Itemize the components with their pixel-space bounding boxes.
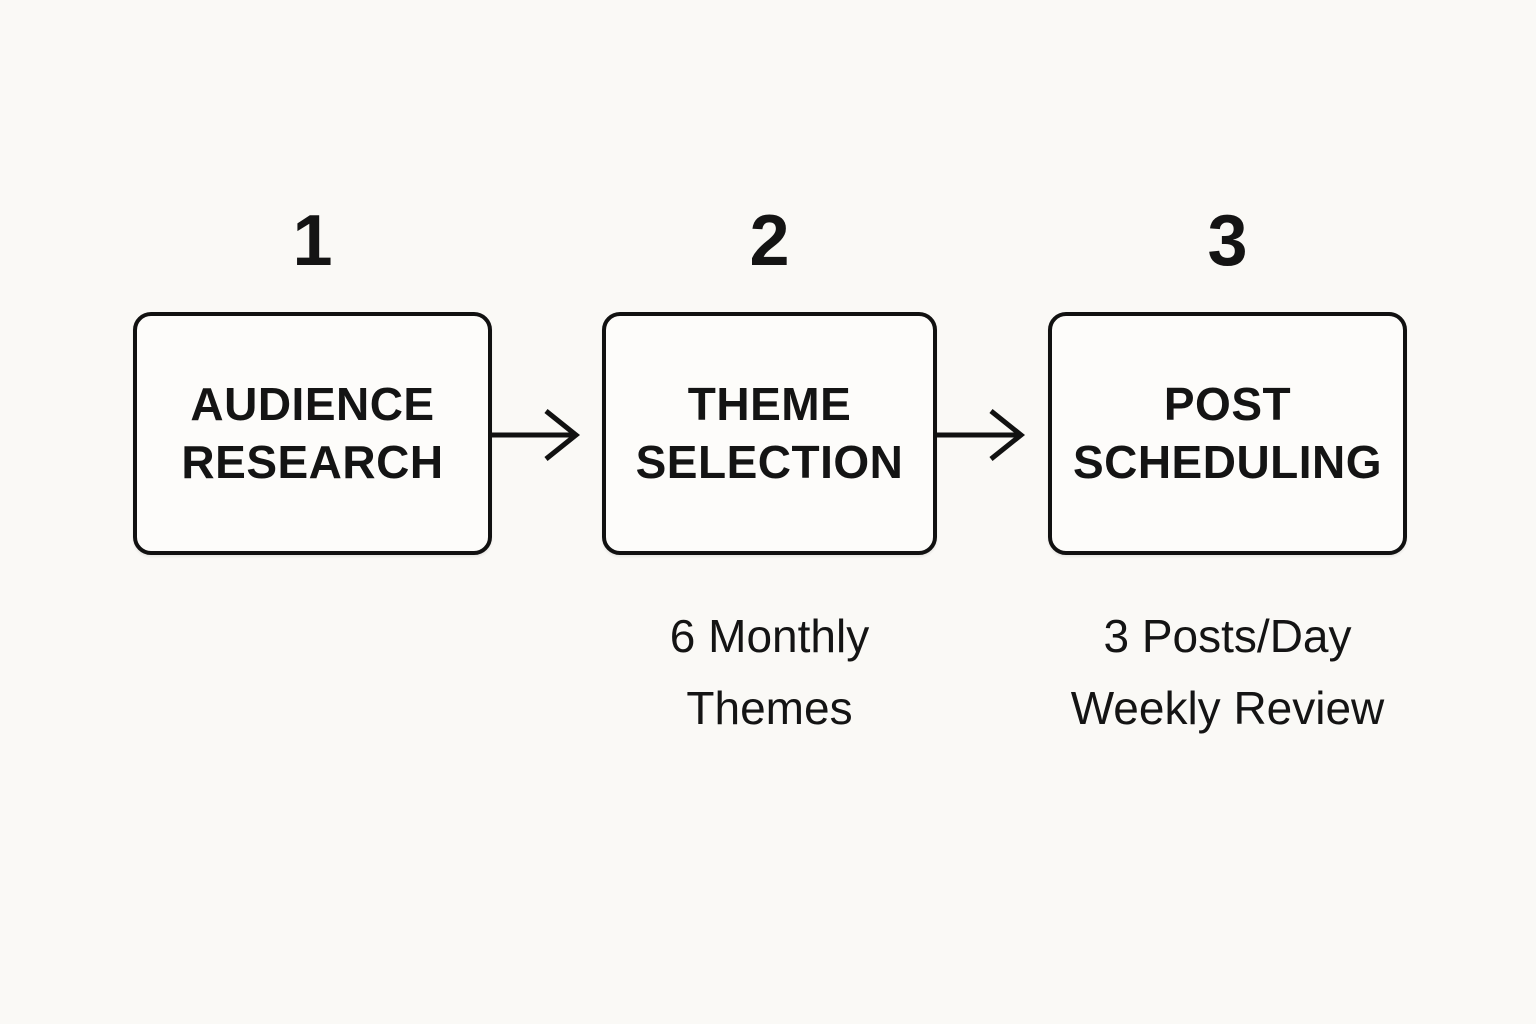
step-label-line: RESEARCH	[181, 435, 444, 488]
step-number: 3	[1207, 201, 1248, 281]
step-number: 2	[749, 201, 790, 281]
step-caption-line: 6 Monthly	[669, 610, 870, 662]
arrow-right-icon	[492, 409, 581, 461]
step-number: 1	[292, 201, 333, 281]
step-label: AUDIENCE RESEARCH	[181, 376, 443, 491]
step-label-line: THEME	[687, 378, 852, 430]
step-label-line: SELECTION	[635, 435, 904, 488]
step-caption: 3 Posts/Day Weekly Review	[1008, 600, 1447, 744]
step-caption-line: Weekly Review	[1070, 682, 1385, 734]
step-label-line: AUDIENCE	[190, 378, 435, 430]
step-label-line: SCHEDULING	[1072, 435, 1383, 488]
step-group-audience-research: 1 AUDIENCE RESEARCH	[133, 205, 492, 765]
step-label-line: POST	[1163, 378, 1292, 430]
step-box-theme-selection: THEME SELECTION	[602, 312, 937, 555]
step-box-audience-research: AUDIENCE RESEARCH	[133, 312, 492, 555]
step-group-theme-selection: 2 THEME SELECTION 6 Monthly Themes	[602, 205, 937, 765]
step-caption-line: Themes	[686, 682, 853, 734]
step-caption-line: 3 Posts/Day	[1103, 610, 1352, 662]
step-label: POST SCHEDULING	[1073, 376, 1382, 491]
arrow-right-icon	[937, 409, 1026, 461]
step-group-post-scheduling: 3 POST SCHEDULING 3 Posts/Day Weekly Rev…	[1048, 205, 1407, 765]
step-box-post-scheduling: POST SCHEDULING	[1048, 312, 1407, 555]
step-label: THEME SELECTION	[636, 376, 904, 491]
step-caption: 6 Monthly Themes	[562, 600, 977, 744]
